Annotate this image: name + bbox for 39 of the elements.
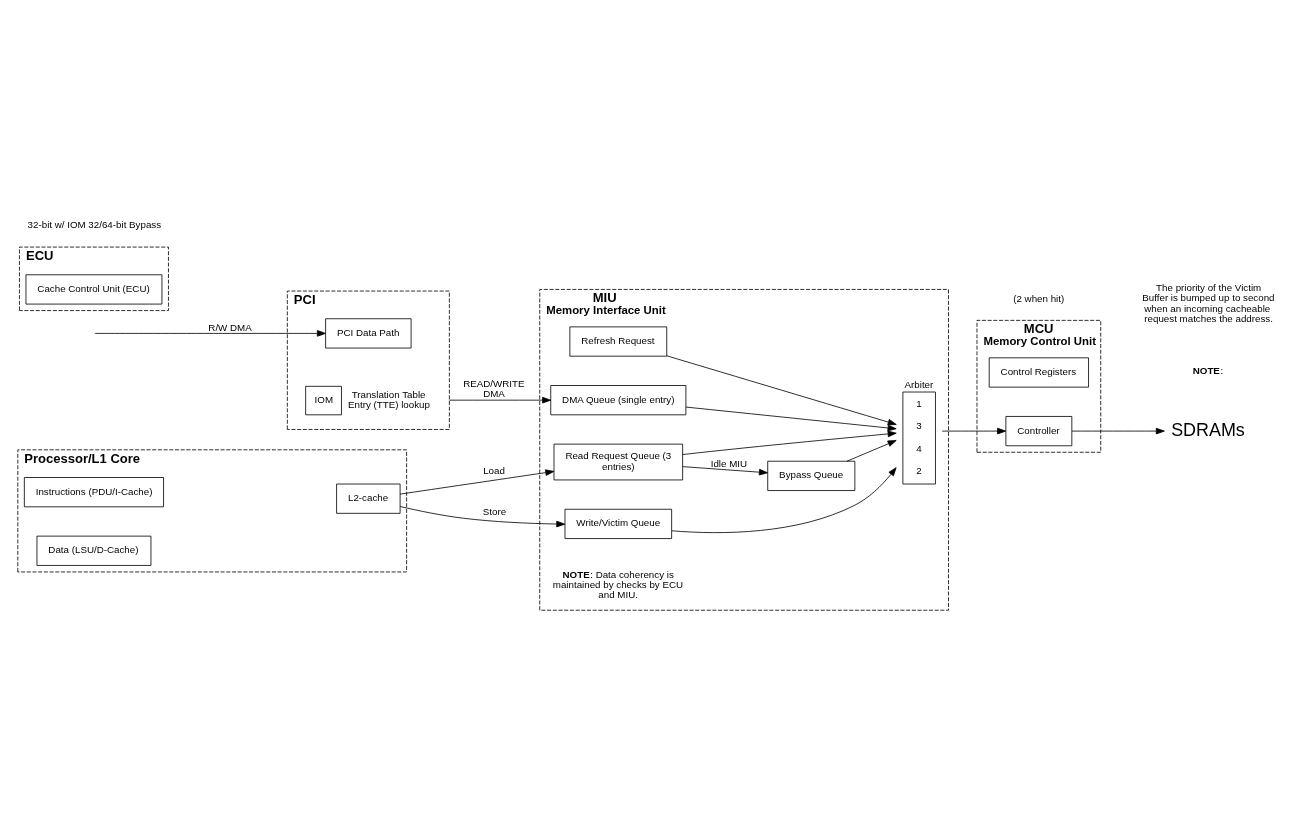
arrow (1071, 427, 1165, 435)
node-box: L2-cache (336, 483, 401, 514)
label: NOTE: Data coherency is maintained by checks by ECU and MIU. (552, 569, 684, 600)
arrow (685, 406, 897, 432)
node-label: Arbiter (904, 378, 934, 390)
label: NOTE: (1192, 365, 1224, 377)
node-label: Translation Table Entry (TTE) lookup (347, 388, 430, 411)
label: 32-bit w/ IOM 32/64-bit Bypass (27, 219, 162, 231)
arrow (846, 440, 897, 462)
node-box: Bypass Queue (767, 460, 856, 491)
label: (2 when hit) (1013, 292, 1065, 304)
edge-label: Load (483, 464, 505, 476)
arrow (399, 469, 555, 495)
node-box: PCI Data Path (325, 318, 412, 349)
edge-label: Idle MIU (710, 457, 748, 469)
arrow (448, 396, 552, 404)
node-box: Write/Victim Queue (564, 508, 673, 539)
arrow (941, 427, 1007, 435)
node-box: Data (LSU/D-Cache) (36, 535, 152, 566)
node-box: Control Registers (988, 357, 1089, 388)
edge-label: Store (482, 506, 507, 518)
node-box: IOM (305, 385, 342, 416)
node-box: 1 3 4 2 (902, 391, 936, 485)
arrow (682, 430, 897, 455)
arrow (682, 466, 768, 476)
node-box: Cache Control Unit (ECU) (25, 274, 163, 305)
edge-label: READ/WRITE DMA (463, 377, 525, 400)
arrow (399, 506, 566, 528)
node-box: Controller (1005, 416, 1073, 447)
label: The priority of the Victim Buffer is bumped up to second when an incoming cacheable request matches the address. (1142, 281, 1275, 325)
arrow (666, 355, 897, 426)
node-box: DMA Queue (single entry) (550, 385, 687, 416)
arrow (671, 467, 897, 534)
node-box: Instructions (PDU/I-Cache) (23, 477, 164, 508)
edge-label: R/W DMA (208, 321, 252, 333)
arrow (94, 330, 326, 337)
node-text: SDRAMs (1171, 419, 1245, 440)
node-box: Read Request Queue (3 entries) (553, 443, 684, 481)
node-box: Refresh Request (569, 326, 668, 357)
